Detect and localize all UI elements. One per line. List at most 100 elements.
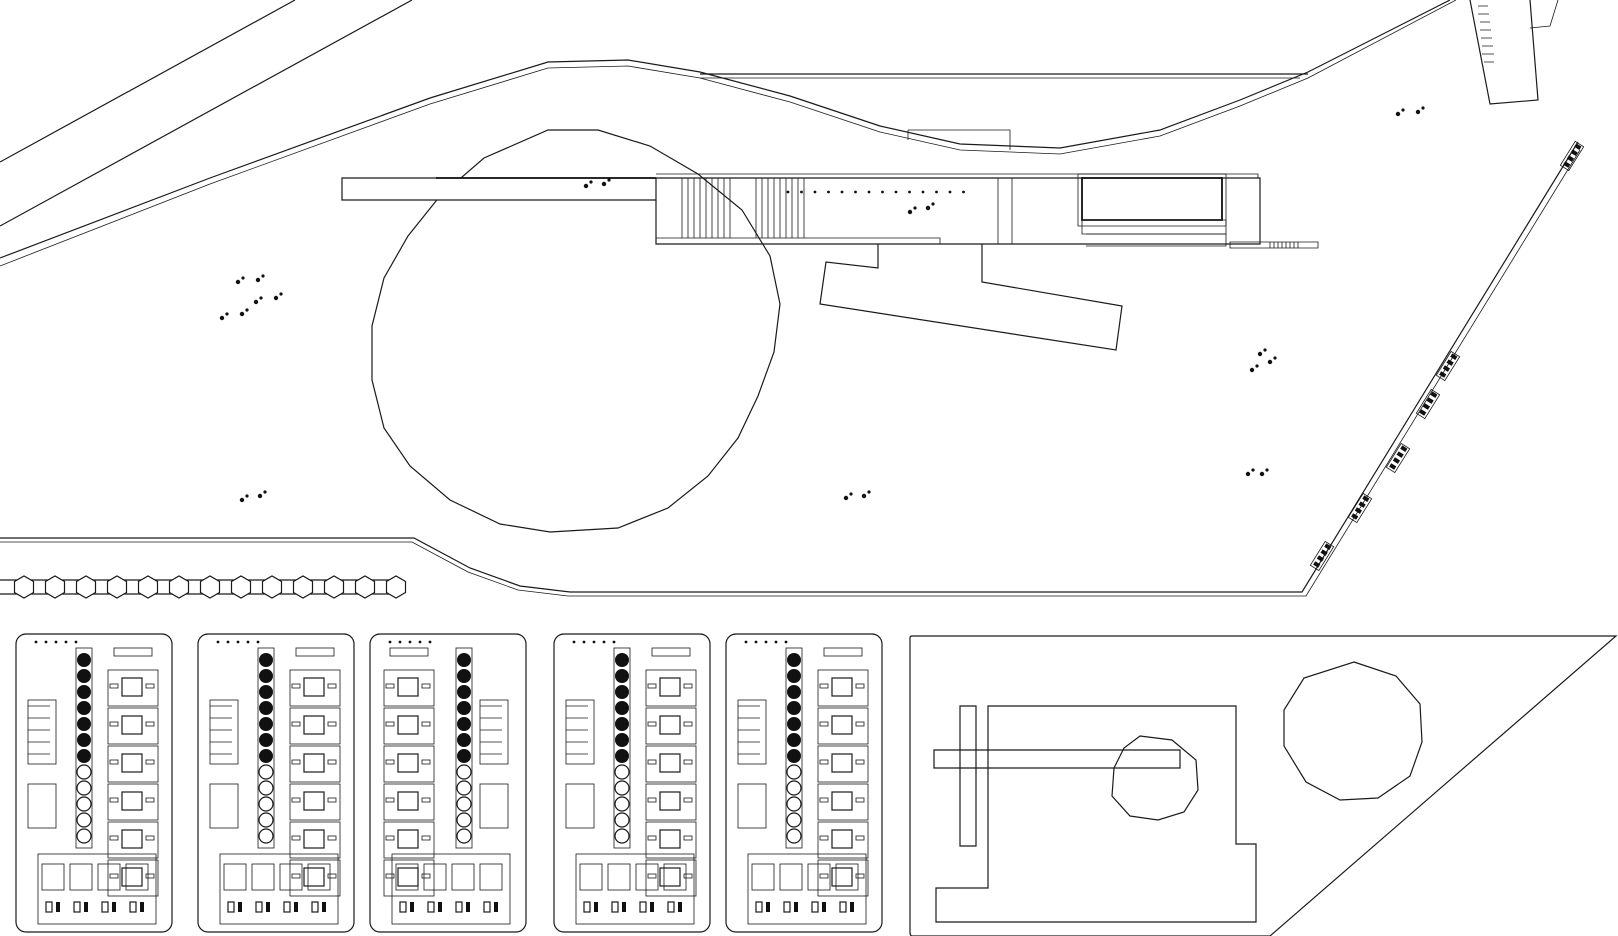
eastern-planting-beds xyxy=(1309,140,1585,572)
housing-unit xyxy=(817,859,869,897)
housing-unit xyxy=(645,669,697,707)
housing-unit-core xyxy=(831,753,853,773)
housing-unit xyxy=(289,859,341,897)
housing-unit xyxy=(289,707,341,745)
housing-lower-unit xyxy=(751,863,775,891)
housing-spine xyxy=(257,647,275,849)
housing-unit-window xyxy=(145,683,155,689)
courtyard-tree xyxy=(259,653,273,667)
courtyard-tree xyxy=(787,733,801,747)
housing-unit-window xyxy=(819,835,829,841)
housing-lower-unit xyxy=(579,863,603,891)
housing-lower-unit xyxy=(41,863,65,891)
planting-bed-frame xyxy=(1347,492,1373,524)
housing-unit-core xyxy=(397,715,419,735)
housing-unit-window xyxy=(855,835,865,841)
housing-unit-core xyxy=(659,867,681,887)
housing-tree-symbol xyxy=(784,640,788,644)
tree-symbol xyxy=(225,312,229,316)
housing-lower-row xyxy=(37,853,157,925)
courtyard-tree xyxy=(456,812,472,828)
housing-entry xyxy=(651,647,691,657)
tree-symbol xyxy=(601,181,607,187)
north-kiosk xyxy=(907,129,1011,150)
housing-spine xyxy=(455,647,473,849)
housing-lower-door xyxy=(667,901,675,913)
hexagon-planter xyxy=(137,575,159,599)
housing-lower-unit xyxy=(69,863,93,891)
courtyard-tree xyxy=(614,796,630,812)
planting-bed-cell xyxy=(1446,359,1454,366)
housing-tree-symbol xyxy=(74,640,78,644)
hexagon-planter xyxy=(106,575,128,599)
housing-tree-symbol xyxy=(764,640,768,644)
housing-lower-unit xyxy=(395,863,419,891)
housing-unit-window xyxy=(421,683,431,689)
housing-tree-symbol xyxy=(256,640,260,644)
tree-symbol xyxy=(235,279,241,285)
tree-symbol xyxy=(861,493,867,499)
housing-unit xyxy=(645,821,697,859)
housing-lower-door xyxy=(822,902,826,912)
housing-block-lot xyxy=(553,633,711,933)
planting-bed-cell xyxy=(1320,549,1328,556)
housing-unit-core xyxy=(121,753,143,773)
planting-bed-cell xyxy=(1396,451,1404,458)
courtyard-tree xyxy=(258,764,274,780)
housing-unit-window xyxy=(385,721,395,727)
courtyard-tree xyxy=(77,653,91,667)
walkway-marker xyxy=(935,190,938,194)
housing-lower-door xyxy=(783,901,791,913)
courtyard-tree xyxy=(615,685,629,699)
housing-unit-window xyxy=(327,873,337,879)
housing-unit xyxy=(289,783,341,821)
housing-unit xyxy=(383,707,435,745)
housing-lower-door xyxy=(483,901,491,913)
hexagon-planter xyxy=(168,575,190,599)
planting-bed-cell xyxy=(1566,155,1575,162)
tree-symbol xyxy=(1249,367,1255,373)
housing-entry xyxy=(389,647,429,657)
courtyard-tree xyxy=(786,828,802,844)
tree-symbol xyxy=(1245,471,1251,477)
planting-bed-frame xyxy=(1435,350,1461,382)
housing-lower-unit xyxy=(835,863,859,891)
tree-symbol xyxy=(843,495,849,501)
housing-lower-door xyxy=(427,901,435,913)
housing-unit-window xyxy=(855,873,865,879)
housing-unit-window xyxy=(683,797,693,803)
tree-symbol xyxy=(867,490,871,494)
tree-symbol xyxy=(1401,108,1405,112)
upper-site xyxy=(0,0,1585,599)
housing-unit-window xyxy=(421,835,431,841)
water-body-small xyxy=(1283,661,1423,801)
housing-unit-window xyxy=(647,721,657,727)
housing-lower-door xyxy=(611,901,619,913)
courtyard-tree xyxy=(614,828,630,844)
planting-bed-cell xyxy=(1574,143,1582,150)
housing-unit-window xyxy=(109,835,119,841)
tree-symbol xyxy=(1251,468,1255,472)
housing-tree-symbol xyxy=(744,640,748,644)
housing-lower-door xyxy=(129,901,137,913)
housing-lower-unit xyxy=(307,863,331,891)
housing-tree-symbol xyxy=(408,640,412,644)
courtyard-tree xyxy=(787,701,801,715)
housing-unit xyxy=(383,745,435,783)
housing-unit-core xyxy=(397,753,419,773)
tree-symbol xyxy=(913,206,917,210)
pavilion-lot xyxy=(909,635,1618,936)
tree-symbol xyxy=(1421,106,1425,110)
tree-symbol xyxy=(1267,359,1273,365)
housing-block xyxy=(369,633,527,933)
courtyard-tree xyxy=(787,749,801,763)
courtyard-tree xyxy=(615,749,629,763)
courtyard-tree xyxy=(786,764,802,780)
north-east-pier xyxy=(1469,0,1559,105)
tree-symbol xyxy=(239,311,245,317)
planting-bed xyxy=(1415,388,1441,420)
planting-bed xyxy=(1385,442,1411,474)
courtyard-tree xyxy=(456,796,472,812)
planting-bed-cell xyxy=(1313,561,1321,568)
